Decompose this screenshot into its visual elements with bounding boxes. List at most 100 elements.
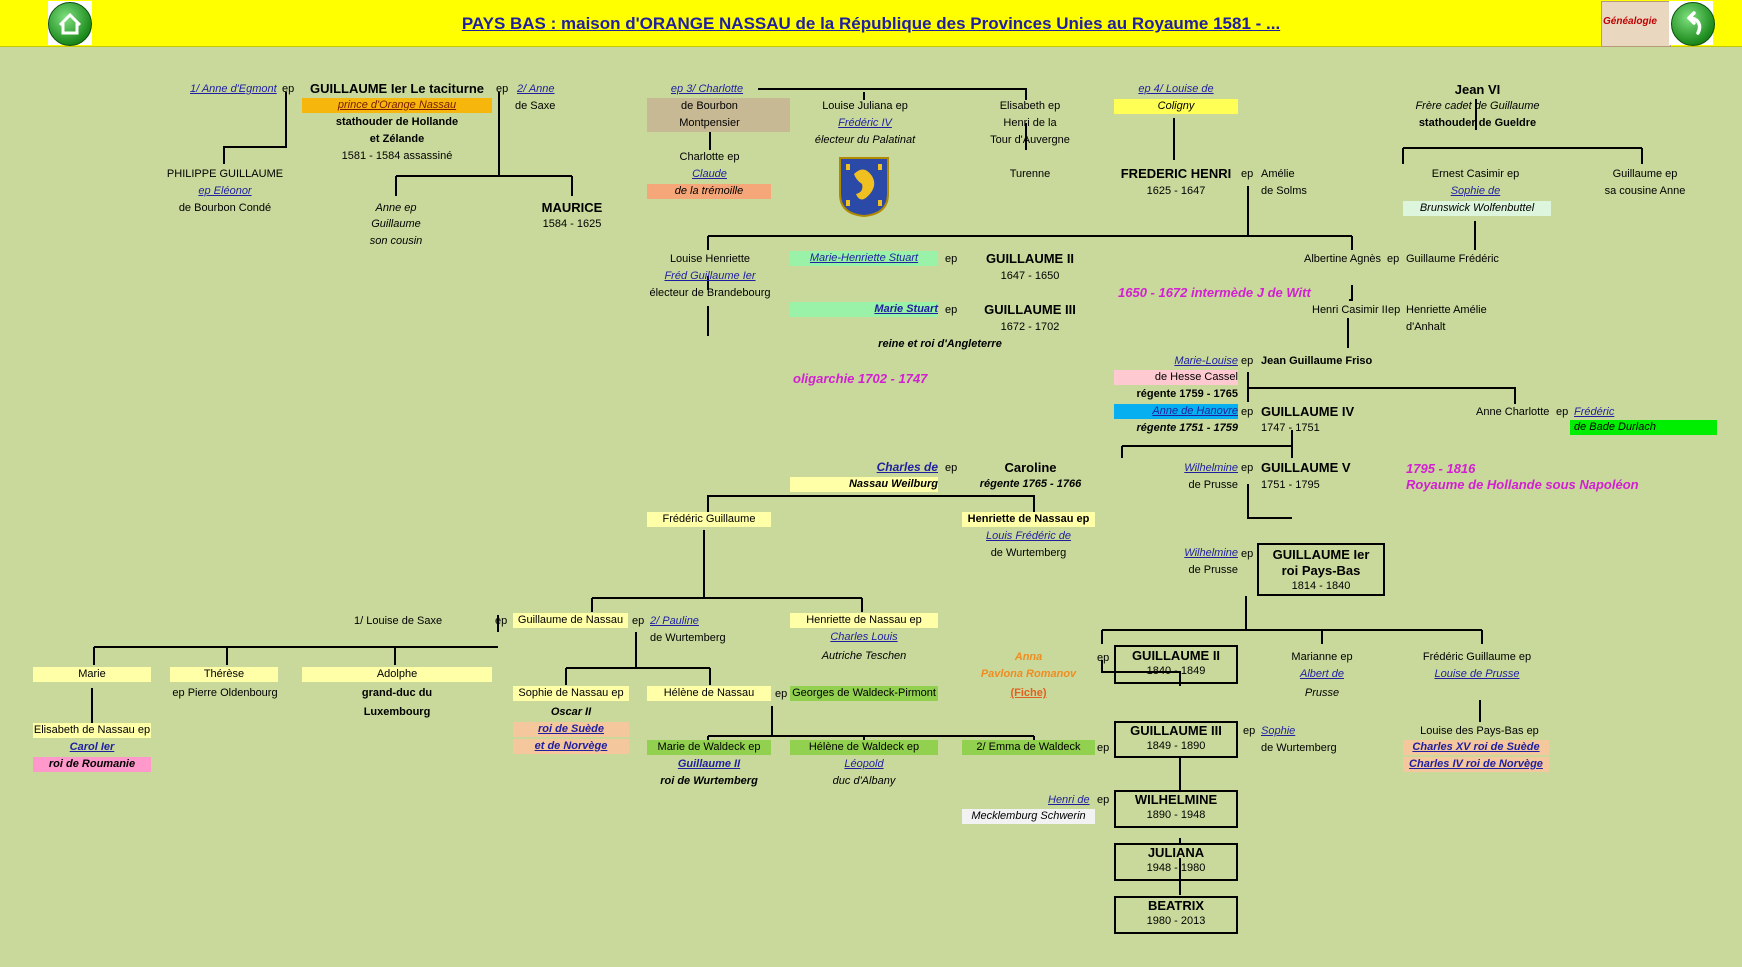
link-carol-ier[interactable]: Carol Ier [69,741,115,753]
link-louis-frederic[interactable]: Louis Frédéric de [986,530,1071,542]
person-pauline[interactable]: 2/ Pauline [650,615,699,627]
person-louise-coligny[interactable]: ep 4/ Louise de [1138,83,1214,95]
text-sa-cousine-anne: sa cousine Anne [1604,185,1686,197]
person-anne-saxe[interactable]: 2/ Anne [517,83,555,95]
ep-label: ep [1241,406,1254,418]
link-guillaume-ii-wurtemberg[interactable]: Guillaume II [677,758,741,770]
text-de-wurtemberg-2: de Wurtemberg [1261,742,1337,754]
ep-label: ep [282,83,295,95]
link-fiche[interactable]: (Fiche) [1010,687,1047,699]
person-frederic-bade[interactable]: Frédéric [1574,406,1615,418]
back-arrow-icon[interactable] [1671,2,1715,46]
ep-label: ep [495,615,508,627]
person-henri-casimir-ii: Henri Casimir II [1312,304,1388,316]
person-albertine-agnes: Albertine Agnès [1304,253,1382,265]
link-claude[interactable]: Claude [692,168,727,180]
person-wilhelmine-prusse[interactable]: Wilhelmine [1184,462,1238,474]
person-guillaume-v: GUILLAUME V [1261,460,1351,475]
king-guillaume-iii-box: GUILLAUME III 1849 - 1890 [1114,721,1238,758]
ep-label: ep [775,688,788,700]
queen-juliana-box: JULIANA 1948 - 1980 [1114,843,1238,881]
ep-label: ep [1241,168,1254,180]
link-fred-guillaume-ier[interactable]: Fréd Guillaume Ier [664,270,756,282]
home-icon[interactable] [48,2,92,46]
note-intermede-de-witt: 1650 - 1672 intermède J de Witt [1118,285,1311,300]
link-charles-xv[interactable]: Charles XV roi de Suède [1403,740,1549,755]
person-marie-louise[interactable]: Marie-Louise [1174,355,1238,367]
person-therese: Thérèse [170,667,278,682]
dates-guillaume-v: 1751 - 1795 [1261,479,1320,491]
person-marie-stuart[interactable]: Marie Stuart [790,302,938,317]
person-jean-guillaume-friso: Jean Guillaume Friso [1261,355,1373,367]
dates-guillaume-ier: 1581 - 1584 assassiné [341,150,453,162]
text-tour-auvergne: Tour d'Auvergne [990,134,1070,146]
link-charles-louis[interactable]: Charles Louis [830,631,898,643]
person-marie-henriette-stuart[interactable]: Marie-Henriette Stuart [790,251,938,266]
dates-guillaume-ier-roi: 1814 - 1840 [1291,580,1351,592]
text-de-wurtemberg: de Wurtemberg [990,547,1067,559]
text-zelande: et Zélande [369,133,425,145]
genealogie-button[interactable]: Généalogie [1601,1,1671,47]
king-guillaume-ier-roi-pays-bas: GUILLAUME Ier roi Pays-Bas 1814 - 1840 [1257,543,1385,596]
text-grand-duc-du: grand-duc du [361,687,433,699]
text-bourbon-conde: de Bourbon Condé [178,202,272,214]
note-1795-1816: 1795 - 1816 [1406,461,1476,476]
person-marie: Marie [33,667,151,682]
person-louise-pays-bas: Louise des Pays-Bas ep [1420,725,1539,737]
person-frederic-guillaume: Frédéric Guillaume [647,512,771,527]
text-mecklemburg-schwerin: Mecklemburg Schwerin [962,809,1095,824]
text-anhalt: d'Anhalt [1406,321,1446,333]
person-henriette-nassau: Henriette de Nassau ep [962,512,1095,527]
link-roi-suede[interactable]: roi de Suède [513,722,629,737]
text-electeur-brandebourg: électeur de Brandebourg [649,287,771,299]
text-regente-1751: régente 1751 - 1759 [1136,422,1238,434]
person-emma-waldeck: 2/ Emma de Waldeck [962,740,1095,755]
dates-maurice: 1584 - 1625 [542,218,602,230]
link-leopold[interactable]: Léopold [844,758,884,770]
person-caroline: Caroline [1004,460,1057,475]
link-frederic-iv[interactable]: Frédéric IV [838,117,892,129]
text-de-solms: de Solms [1261,185,1307,197]
person-adolphe: Adolphe [302,667,492,682]
ep-label: ep [1241,548,1254,560]
person-charlotte: Charlotte ep [679,151,740,163]
link-prince-orange-nassau[interactable]: prince d'Orange Nassau [302,98,492,113]
link-sophie-wurtemberg[interactable]: Sophie [1261,725,1296,737]
person-charles-nassau-weilburg[interactable]: Charles de [876,460,938,474]
person-anne: Anne ep [375,202,417,214]
link-louise-prusse[interactable]: Louise de Prusse [1434,668,1520,680]
link-charles-iv[interactable]: Charles IV roi de Norvège [1403,757,1549,772]
ep-label: ep [632,615,645,627]
queen-wilhelmine-box: WILHELMINE 1890 - 1948 [1114,790,1238,828]
ep-label: ep [945,253,958,265]
ep-label: ep [1388,304,1401,316]
note-oligarchie: oligarchie 1702 - 1747 [793,371,928,386]
person-anne-charlotte: Anne Charlotte [1476,406,1550,418]
note-royaume-hollande-napoleon: Royaume de Hollande sous Napoléon [1406,477,1639,492]
text-montpensier: Montpensier [679,117,740,129]
text-roi-pays-bas: roi Pays-Bas [1281,563,1361,578]
text-tremoille: de la trémoille [647,184,771,199]
text-duc-albany: duc d'Albany [832,775,896,787]
person-jean-vi: Jean VI [1454,82,1501,97]
person-guillaume-frederic: Guillaume Frédéric [1406,253,1499,265]
person-anne-egmont[interactable]: 1/ Anne d'Egmont [190,83,277,95]
link-eleonor[interactable]: ep Eléonor [198,185,252,197]
link-sophie-brunswick[interactable]: Sophie de [1450,185,1501,197]
person-anne-hanovre[interactable]: Anne de Hanovre [1114,404,1238,419]
person-charlotte-bourbon[interactable]: ep 3/ Charlotte [670,83,744,95]
person-wilhelmine-prusse-2[interactable]: Wilhelmine [1184,547,1238,559]
person-louise-juliana: Louise Juliana ep [822,100,908,112]
person-helene-nassau: Hélène de Nassau [647,686,771,701]
text-son-cousin: son cousin [369,235,423,247]
page-title[interactable]: PAYS BAS : maison d'ORANGE NASSAU de la … [461,14,1281,33]
text-brunswick: Brunswick Wolfenbuttel [1403,201,1551,216]
person-guillaume-de-nassau: Guillaume de Nassau [513,613,628,628]
link-roi-norvege[interactable]: et de Norvège [513,739,629,754]
text-stathouder: stathouder de Hollande [335,116,459,128]
person-henri-mecklenburg[interactable]: Henri de [1048,794,1090,806]
text-ep-pierre-oldenbourg: ep Pierre Oldenbourg [172,687,278,699]
person-frederic-henri: FREDERIC HENRI [1120,166,1232,181]
link-albert[interactable]: Albert de [1299,668,1345,680]
